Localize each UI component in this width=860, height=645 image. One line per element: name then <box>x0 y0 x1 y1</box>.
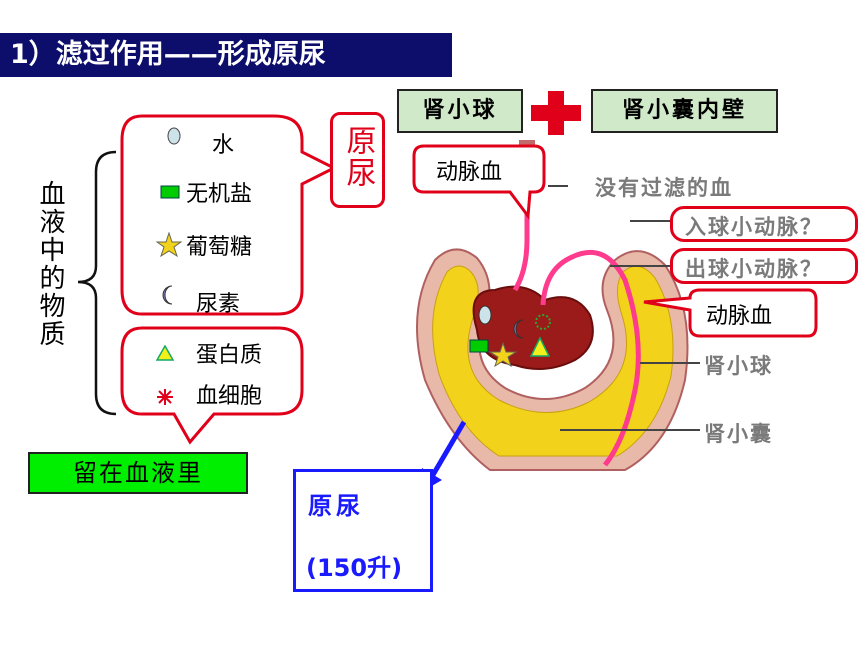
capsule-wall-top-label: 肾小囊内壁 <box>591 89 778 133</box>
label-capsule: 肾小囊 <box>704 422 773 446</box>
retained-label: 留在血液里 <box>28 452 248 494</box>
filtered-item-glucose-label: 葡萄糖 <box>186 235 253 260</box>
filtered-item-water-label: 水 <box>212 133 235 158</box>
retained-item-protein <box>155 344 175 365</box>
leader-line-glomerulus <box>640 362 700 364</box>
crescent-icon <box>162 285 173 305</box>
retained-item-bloodcell-label: 血细胞 <box>196 384 263 409</box>
filtered-item-salt-label: 无机盐 <box>186 182 253 207</box>
result-name: 原尿 <box>308 492 364 520</box>
efferent-callout: 出球小动脉？ <box>670 248 858 284</box>
triangle-icon <box>155 344 175 361</box>
red-star-icon <box>157 389 173 405</box>
filtered-item-water <box>166 126 182 150</box>
nephron-illustration <box>416 140 689 471</box>
left-brace <box>77 150 117 416</box>
leader-line-efferent <box>610 265 670 267</box>
arterial-blood-right-label: 动脉血 <box>706 304 773 329</box>
label-glomerulus: 肾小球 <box>704 354 773 378</box>
primary-urine-callout: 原尿 <box>330 112 385 208</box>
arterial-callout-right-shape <box>643 288 818 338</box>
retained-item-protein-label: 蛋白质 <box>196 343 263 368</box>
leader-line-afferent <box>630 220 670 222</box>
result-amount: (150升) <box>306 554 403 582</box>
retained-item-bloodcell <box>156 388 174 410</box>
afferent-callout: 入球小动脉？ <box>670 206 858 242</box>
filtered-callout-shape <box>120 114 338 316</box>
green-rectangle-icon <box>160 185 180 199</box>
leader-line-capsule <box>560 429 700 431</box>
leader-line-unfiltered <box>548 185 568 187</box>
plus-icon <box>531 91 581 135</box>
filtered-item-glucose <box>155 231 183 262</box>
blood-substances-label: 血液中的物质 <box>35 180 65 348</box>
oval-icon <box>167 127 181 145</box>
label-unfiltered-blood: 没有过滤的血 <box>595 176 733 200</box>
star-icon <box>155 231 183 258</box>
filtered-item-urea-label: 尿素 <box>196 292 241 317</box>
primary-urine-result-box: 原尿 (150升) <box>293 469 433 592</box>
arterial-callout-top-shape <box>412 144 546 221</box>
arterial-blood-top-label: 动脉血 <box>436 160 503 185</box>
glomerulus-top-label: 肾小球 <box>397 89 523 133</box>
filtered-item-urea <box>158 284 178 310</box>
filtered-item-salt <box>160 184 180 203</box>
page-title: 1）滤过作用——形成原尿 <box>0 33 452 77</box>
